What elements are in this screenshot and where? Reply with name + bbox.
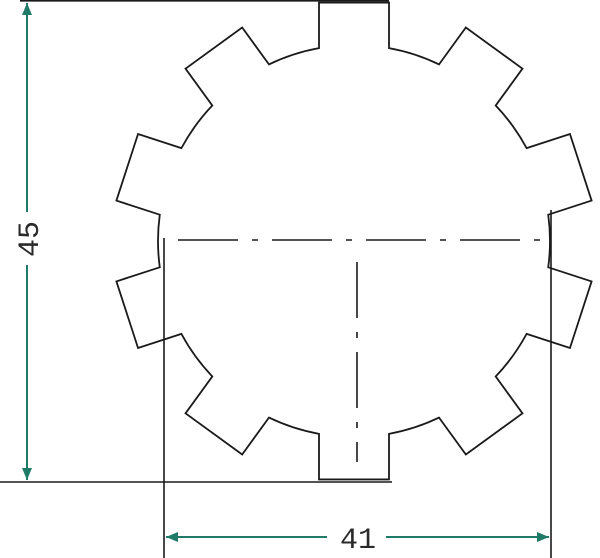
gear-outline [115,1,593,481]
dimension-label-width: 41 [340,524,376,558]
dimension-label-height: 45 [14,221,48,257]
